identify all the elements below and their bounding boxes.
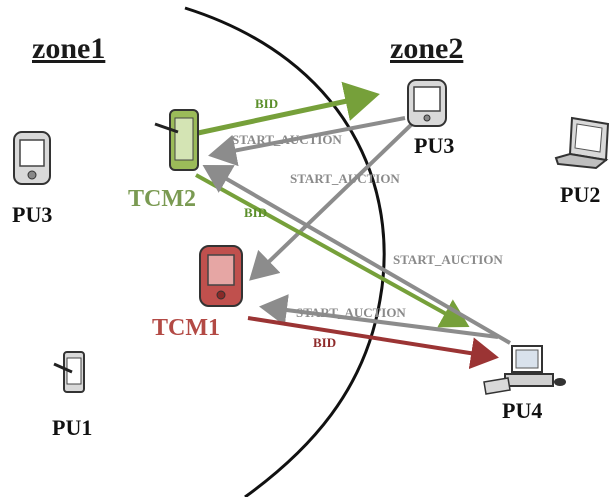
pu3-left-device-icon	[13, 131, 51, 185]
zone2-label: zone2	[390, 32, 463, 65]
pu4-label: PU4	[502, 398, 542, 423]
zone-boundary-arc	[184, 6, 386, 497]
tcm2-label: TCM2	[128, 186, 196, 212]
edge-label-start-auction-pu4-tcm1: START_AUCTION	[296, 305, 406, 320]
pu2-laptop-icon	[554, 116, 610, 170]
arrow-bid-tcm2-pu4	[195, 173, 470, 328]
pu3-left-label: PU3	[12, 202, 52, 227]
arrow-bid-tcm1-pu4	[247, 316, 499, 370]
edge-label-start-auction-pu3-tcm1: START_AUCTION	[290, 171, 400, 186]
pu4-computer-icon	[483, 345, 566, 395]
tcm1-device-icon	[199, 245, 243, 307]
edge-label-bid-tcm2-pu3: BID	[255, 96, 278, 111]
edge-label-bid-tcm2-pu4: BID	[244, 205, 267, 220]
pu1-device-icon	[53, 351, 85, 393]
zone1-label: zone1	[32, 32, 105, 65]
arrow-start-auction-pu4-tcm2	[202, 164, 512, 345]
tcm2-device-icon	[154, 109, 199, 171]
tcm1-label: TCM1	[152, 315, 220, 341]
edge-label-start-auction-pu3-tcm2: START_AUCTION	[232, 132, 342, 147]
pu3-right-label: PU3	[414, 133, 454, 158]
arrow-start-auction-pu4-tcm1	[259, 294, 499, 339]
edge-label-bid-tcm1-pu4: BID	[313, 335, 336, 350]
pu3-right-device-icon	[407, 79, 447, 127]
arrow-bid-tcm2-pu3	[197, 81, 380, 136]
pu2-label: PU2	[560, 182, 600, 207]
pu1-label: PU1	[52, 415, 92, 440]
arrow-start-auction-pu3-tcm1	[249, 122, 414, 281]
arrow-start-auction-pu3-tcm2	[208, 116, 406, 167]
edge-label-start-auction-pu4-tcm2: START_AUCTION	[393, 252, 503, 267]
